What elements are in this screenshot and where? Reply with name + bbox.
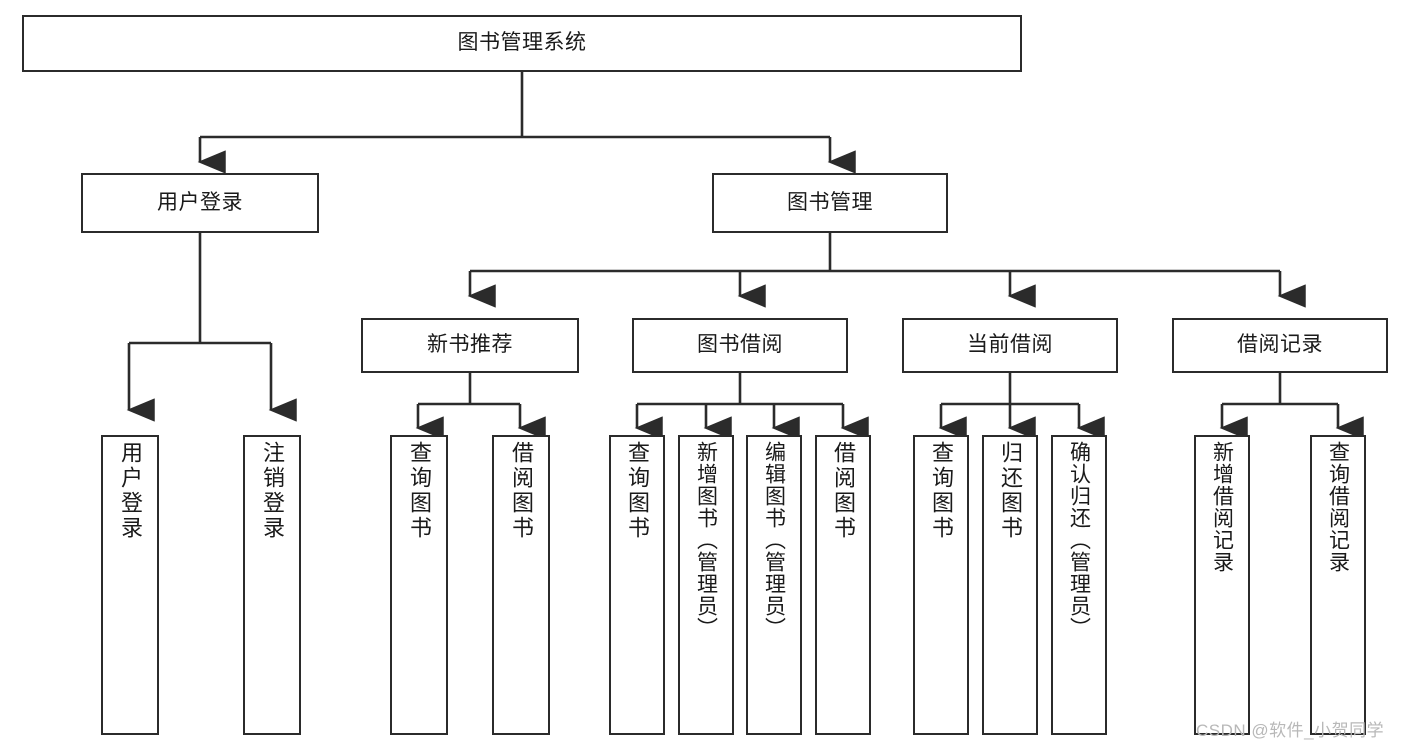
node-leaf-borrow-book-label: 借阅图书 (831, 441, 856, 541)
node-user-login-label: 用户登录 (157, 190, 243, 214)
node-leaf-borrow-book-recommend[interactable]: 借阅图书 (492, 435, 550, 735)
node-current-borrow-label: 当前借阅 (967, 333, 1053, 357)
node-current-borrow[interactable]: 当前借阅 (902, 318, 1118, 373)
node-leaf-logout-label: 注销登录 (260, 441, 285, 541)
node-root-label: 图书管理系统 (457, 31, 587, 55)
node-leaf-query-book-recommend-label: 查询图书 (407, 441, 432, 541)
node-leaf-query-book-current[interactable]: 查询图书 (913, 435, 969, 735)
node-leaf-confirm-return-admin-label: 确认归还（管理员） (1067, 441, 1091, 639)
node-leaf-edit-book-admin[interactable]: 编辑图书（管理员） (746, 435, 802, 735)
node-leaf-confirm-return-admin[interactable]: 确认归还（管理员） (1051, 435, 1107, 735)
node-leaf-add-book-admin-label: 新增图书（管理员） (694, 441, 718, 639)
node-leaf-query-book-recommend[interactable]: 查询图书 (390, 435, 448, 735)
watermark-text: CSDN @软件_小贺同学 (1196, 721, 1385, 740)
node-leaf-return-book-label: 归还图书 (998, 441, 1023, 541)
node-leaf-edit-book-admin-label: 编辑图书（管理员） (762, 441, 786, 639)
node-leaf-add-borrow-record[interactable]: 新增借阅记录 (1194, 435, 1250, 735)
node-book-borrow[interactable]: 图书借阅 (632, 318, 848, 373)
node-leaf-add-book-admin[interactable]: 新增图书（管理员） (678, 435, 734, 735)
node-leaf-return-book[interactable]: 归还图书 (982, 435, 1038, 735)
node-leaf-add-borrow-record-label: 新增借阅记录 (1210, 441, 1234, 573)
node-leaf-user-login-label: 用户登录 (118, 441, 143, 541)
node-borrow-record[interactable]: 借阅记录 (1172, 318, 1388, 373)
node-user-login[interactable]: 用户登录 (81, 173, 319, 233)
node-leaf-query-book-borrow[interactable]: 查询图书 (609, 435, 665, 735)
node-leaf-query-borrow-record[interactable]: 查询借阅记录 (1310, 435, 1366, 735)
node-leaf-query-borrow-record-label: 查询借阅记录 (1326, 441, 1350, 573)
node-book-management-label: 图书管理 (787, 190, 873, 214)
node-leaf-borrow-book-recommend-label: 借阅图书 (509, 441, 534, 541)
node-leaf-borrow-book[interactable]: 借阅图书 (815, 435, 871, 735)
node-root-book-management-system[interactable]: 图书管理系统 (22, 15, 1022, 72)
node-book-management[interactable]: 图书管理 (712, 173, 948, 233)
node-new-book-recommend[interactable]: 新书推荐 (361, 318, 579, 373)
node-new-book-recommend-label: 新书推荐 (427, 333, 513, 357)
node-book-borrow-label: 图书借阅 (697, 333, 783, 357)
node-leaf-user-login[interactable]: 用户登录 (101, 435, 159, 735)
node-borrow-record-label: 借阅记录 (1237, 333, 1323, 357)
node-leaf-logout[interactable]: 注销登录 (243, 435, 301, 735)
node-leaf-query-book-borrow-label: 查询图书 (625, 441, 650, 541)
node-leaf-query-book-current-label: 查询图书 (929, 441, 954, 541)
